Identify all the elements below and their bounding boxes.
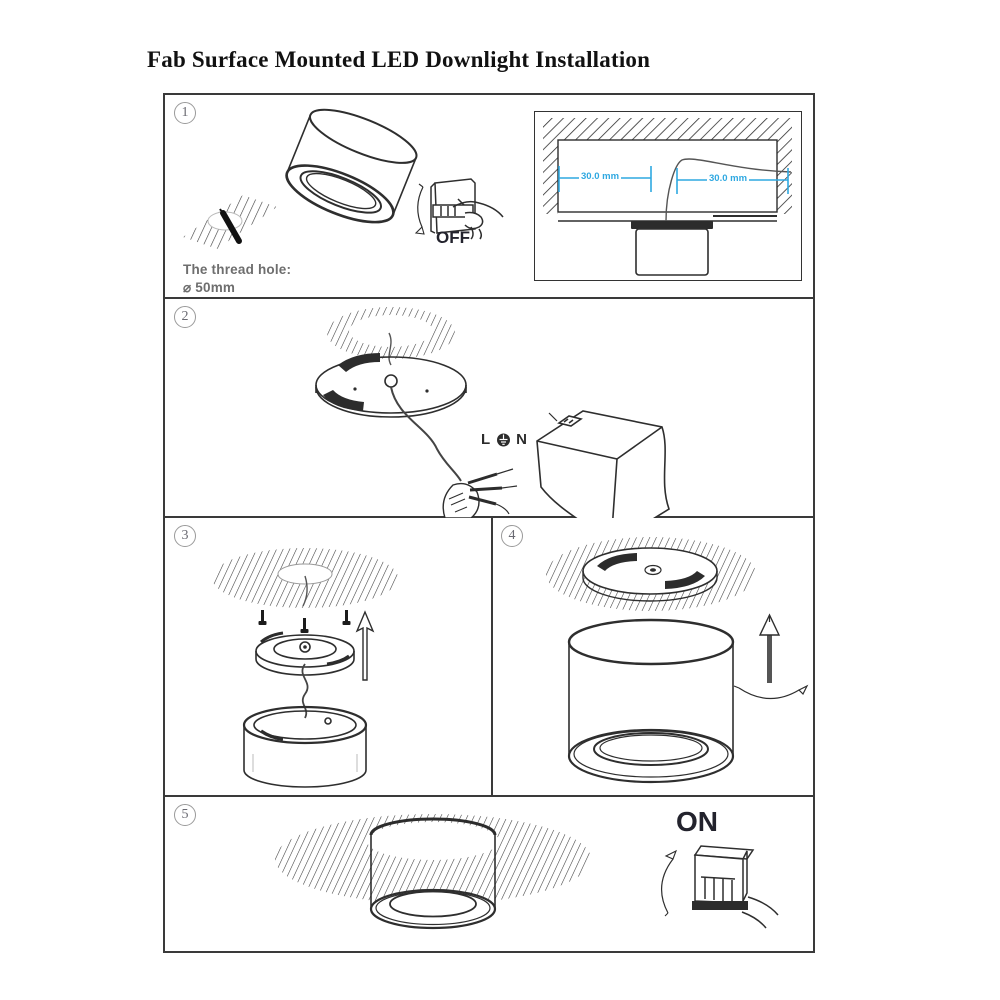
rotate-arrow-icon (733, 684, 809, 700)
up-arrow-icon (758, 613, 781, 683)
step5-number-badge: 5 (174, 804, 196, 826)
ceiling-hole-drawing (327, 307, 455, 366)
downlight-body-drawing (567, 618, 735, 784)
ceiling-cross-section-drawing (543, 118, 792, 276)
clearance-dimension-right: 30.0 mm (707, 173, 750, 184)
switch-on-label: ON (676, 806, 718, 837)
earth-icon (497, 433, 511, 447)
up-arrow-icon (355, 610, 375, 681)
step5-illustration (275, 814, 779, 930)
thread-hole-note-line2: ⌀ 50mm (183, 280, 236, 295)
neutral-terminal-label: N (516, 431, 529, 448)
step2-illustration (315, 307, 670, 518)
mounted-downlight-drawing (275, 814, 591, 930)
wall-anchor-icon (183, 195, 277, 249)
step2-panel: 2 (165, 299, 813, 518)
thread-hole-note: The thread hole: ⌀ 50mm (183, 261, 291, 297)
mounting-plate-drawing (315, 353, 467, 482)
step4-number-badge: 4 (501, 525, 523, 547)
step2-number-badge: 2 (174, 306, 196, 328)
light-switch-on-icon (661, 845, 779, 929)
hand-holding-wires-drawing (442, 468, 518, 518)
terminal-box-drawing (536, 410, 670, 518)
step3-illustration (212, 548, 398, 788)
ceiling-hole-drawing (212, 548, 398, 608)
step3-panel: 3 (165, 518, 493, 797)
step5-panel: 5 (165, 797, 813, 951)
step1-illustration (183, 108, 504, 249)
ceiling-clearance-inset: 30.0 mm 30.0 mm (534, 111, 802, 281)
step4-illustration (546, 537, 809, 784)
screws-drawing (258, 610, 351, 633)
plate-on-ceiling-drawing (546, 537, 756, 611)
step1-number-badge: 1 (174, 102, 196, 124)
step3-number-badge: 3 (174, 525, 196, 547)
step1-panel: 1 (165, 95, 813, 299)
clearance-dimension-left: 30.0 mm (579, 171, 622, 182)
step4-panel: 4 (493, 518, 813, 797)
terminal-markings: L N (481, 431, 528, 448)
thread-hole-note-line1: The thread hole: (183, 262, 292, 277)
mounting-plate-drawing (255, 631, 355, 719)
instruction-frame: 1 (163, 93, 815, 953)
light-switch-off-icon (414, 178, 504, 240)
live-terminal-label: L (481, 431, 492, 448)
switch-off-label: OFF (436, 228, 470, 247)
downlight-body-open-drawing (242, 705, 368, 788)
downlight-cylinder-drawing (285, 108, 418, 224)
driver-box-drawing (631, 158, 792, 276)
page-title: Fab Surface Mounted LED Downlight Instal… (147, 47, 651, 72)
